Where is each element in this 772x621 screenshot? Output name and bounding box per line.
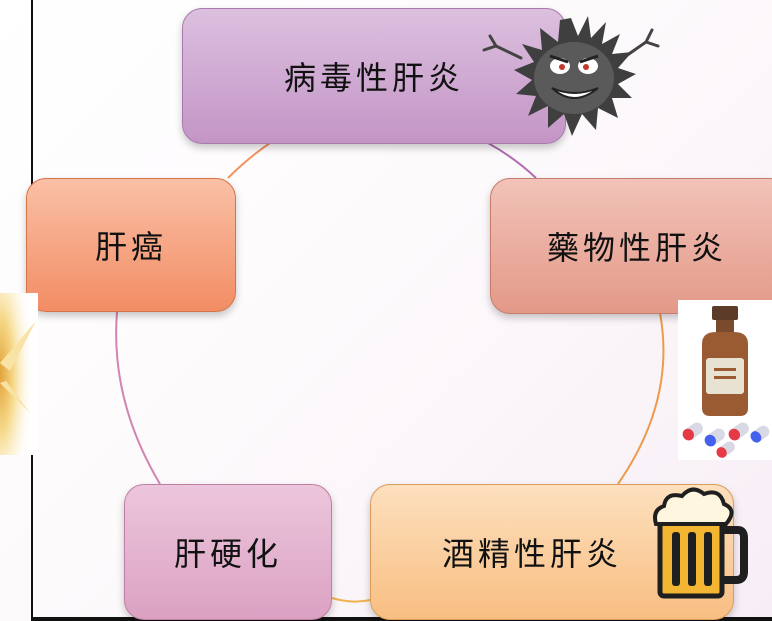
node-label-liver-cancer: 肝癌 bbox=[94, 228, 167, 266]
node-cirrhosis: 肝硬化 bbox=[124, 484, 332, 620]
node-label-cirrhosis: 肝硬化 bbox=[173, 535, 282, 573]
medicine-bottle-icon bbox=[702, 306, 748, 416]
connector-drug-to-alcohol bbox=[617, 312, 665, 485]
node-label-viral-hepatitis: 病毒性肝炎 bbox=[283, 59, 464, 97]
beer-mug-icon bbox=[653, 487, 748, 599]
medicine-panel bbox=[678, 300, 772, 460]
node-drug-hepatitis: 藥物性肝炎 bbox=[490, 178, 772, 314]
node-viral-hepatitis: 病毒性肝炎 bbox=[182, 8, 566, 144]
connector-cirrhosis-to-cancer bbox=[115, 311, 161, 485]
connector-cancer-to-viral bbox=[227, 142, 271, 179]
connector-viral-to-drug bbox=[487, 142, 537, 179]
light-burst-panel bbox=[0, 293, 38, 455]
node-label-alcoholic-hepatitis: 酒精性肝炎 bbox=[441, 535, 622, 573]
germ-icon bbox=[482, 16, 660, 136]
connector-alcohol-to-cirrhosis bbox=[331, 597, 371, 603]
node-label-drug-hepatitis: 藥物性肝炎 bbox=[547, 229, 728, 267]
light-burst-icon bbox=[0, 293, 38, 455]
pills-icon bbox=[682, 422, 770, 458]
node-liver-cancer: 肝癌 bbox=[26, 178, 236, 312]
